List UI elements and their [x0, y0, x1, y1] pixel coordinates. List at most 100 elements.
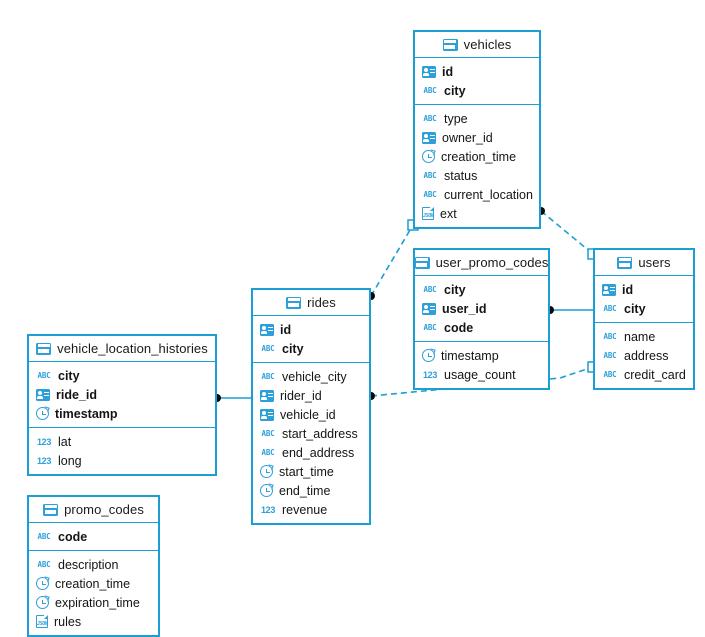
- entity-header-vehicle_location_histories[interactable]: vehicle_location_histories: [29, 336, 215, 362]
- string-type-icon: ABC: [37, 560, 51, 569]
- column-row-creation_time[interactable]: creation_time: [29, 574, 158, 593]
- string-type-icon: ABC: [261, 372, 275, 381]
- column-row-user_id[interactable]: user_id: [415, 299, 548, 318]
- entity-header-users[interactable]: users: [595, 250, 693, 276]
- column-row-ride_id[interactable]: ride_id: [29, 385, 215, 404]
- entity-header-user_promo_codes[interactable]: user_promo_codes: [414, 250, 549, 276]
- string-type-icon: ABC: [423, 190, 437, 199]
- string-type-icon: ABC: [261, 344, 275, 353]
- entity-title: vehicles: [463, 37, 512, 52]
- column-row-vehicle_id[interactable]: vehicle_id: [253, 405, 369, 424]
- key-column-icon: [36, 388, 50, 401]
- column-name: expiration_time: [55, 595, 140, 610]
- column-row-id[interactable]: id: [595, 280, 693, 299]
- column-name: start_time: [279, 464, 334, 479]
- column-row-rider_id[interactable]: rider_id: [253, 386, 369, 405]
- table-grid-icon: [36, 342, 52, 355]
- timestamp-type-icon: [260, 464, 274, 478]
- number-type-icon: 123: [36, 436, 52, 447]
- relationship-rides-to-vehicles[interactable]: [367, 219, 419, 300]
- column-row-end_time[interactable]: end_time: [253, 481, 369, 500]
- entity-title: user_promo_codes: [435, 255, 549, 270]
- relationship-line: [370, 224, 414, 297]
- timestamp-type-icon: [260, 483, 274, 497]
- table-grid-icon: [442, 38, 458, 51]
- string-type-icon: ABC: [603, 370, 617, 379]
- other-columns: ABC description creation_time expiration_ti…: [29, 550, 158, 635]
- string-type-icon: ABC: [423, 285, 437, 294]
- table-grid-icon: [617, 256, 633, 269]
- column-row-owner_id[interactable]: owner_id: [415, 128, 539, 147]
- column-name: end_address: [282, 445, 355, 460]
- column-row-expiration_time[interactable]: expiration_time: [29, 593, 158, 612]
- column-row-rules[interactable]: JSON rules: [29, 612, 158, 631]
- string-type-icon: ABC: [423, 86, 437, 95]
- column-name: city: [624, 301, 646, 316]
- column-row-creation_time[interactable]: creation_time: [415, 147, 539, 166]
- entity-header-rides[interactable]: rides: [253, 290, 369, 316]
- relationship-user-promo-codes-to-users[interactable]: [546, 306, 593, 314]
- string-type-icon: ABC: [261, 448, 275, 457]
- json-type-icon: JSON: [36, 614, 49, 628]
- number-type-icon: 123: [422, 369, 438, 380]
- column-name: lat: [58, 434, 72, 449]
- column-name: usage_count: [444, 367, 516, 382]
- column-name: description: [58, 557, 119, 572]
- entity-header-vehicles[interactable]: vehicles: [415, 32, 539, 58]
- column-row-timestamp[interactable]: timestamp: [29, 404, 215, 423]
- key-column-icon: [602, 283, 616, 296]
- column-row-description[interactable]: ABC description: [29, 555, 158, 574]
- table-grid-icon: [286, 296, 302, 309]
- column-name: creation_time: [441, 149, 517, 164]
- column-name: code: [444, 320, 474, 335]
- column-name: timestamp: [55, 406, 118, 421]
- relationship-vehicle-location-histories-to-rides[interactable]: [213, 394, 251, 402]
- key-column-icon: [260, 323, 274, 336]
- column-row-lat[interactable]: 123 lat: [29, 432, 215, 451]
- column-row-timestamp[interactable]: timestamp: [415, 346, 548, 365]
- column-row-usage_count[interactable]: 123 usage_count: [415, 365, 548, 384]
- column-name: rules: [54, 614, 82, 629]
- column-row-end_address[interactable]: ABC end_address: [253, 443, 369, 462]
- column-name: vehicle_id: [280, 407, 336, 422]
- column-row-start_time[interactable]: start_time: [253, 462, 369, 481]
- entity-title: users: [638, 255, 671, 270]
- key-column-icon: [260, 408, 274, 421]
- string-type-icon: ABC: [423, 171, 437, 180]
- entity-header-promo_codes[interactable]: promo_codes: [29, 497, 158, 523]
- column-row-id[interactable]: id: [253, 320, 369, 339]
- column-row-id[interactable]: id: [415, 62, 539, 81]
- column-name: revenue: [282, 502, 328, 517]
